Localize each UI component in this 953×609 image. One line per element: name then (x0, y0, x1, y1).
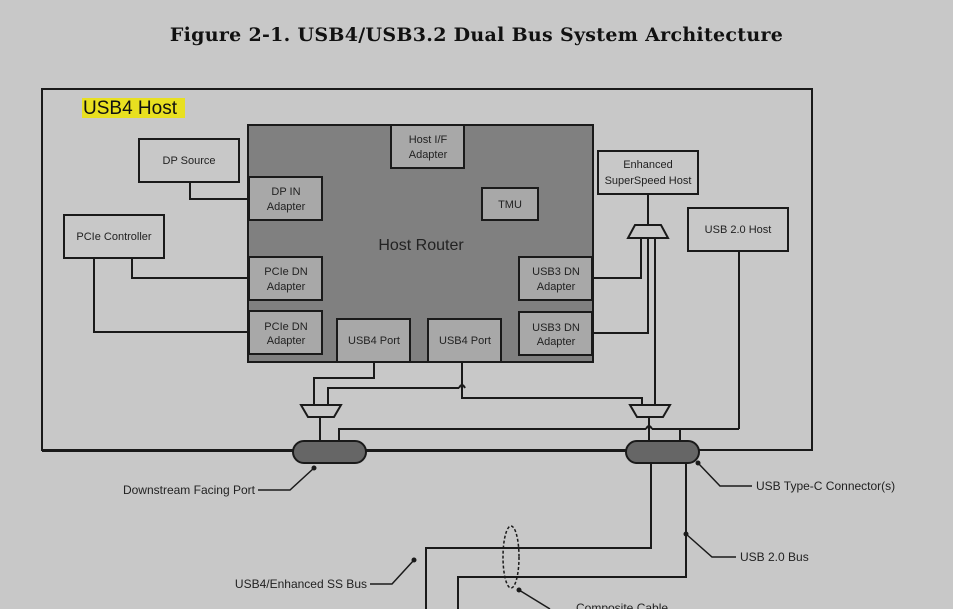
usb3-dn-adapter-2-line1: USB3 DN (532, 322, 580, 334)
dp-in-adapter-line2: Adapter (267, 201, 306, 213)
typec-callout: USB Type-C Connector(s) (756, 479, 895, 493)
usb4-cross-link (327, 387, 459, 405)
left-usb20-link (338, 428, 646, 441)
usb3-dn-adapter-2 (518, 311, 593, 356)
connection-lines (42, 182, 740, 609)
composite-leader (518, 589, 551, 609)
dp-in-adapter-line1: DP IN (271, 186, 300, 198)
dfp-callout: Downstream Facing Port (123, 483, 256, 497)
pcie-controller-block (63, 214, 165, 259)
ss-bus-dot-icon (411, 557, 417, 563)
tmu-label: TMU (498, 199, 522, 211)
usb20-bus-callout: USB 2.0 Bus (740, 550, 809, 564)
usb20-host-label: USB 2.0 Host (705, 224, 772, 236)
usb20-bus-dot-icon (683, 531, 689, 537)
usb4-port2-link (461, 362, 643, 405)
usb4-port-2 (427, 318, 502, 363)
enhanced-superspeed-host-block (597, 150, 699, 195)
pcie-dn-adapter-1-line1: PCIe DN (264, 266, 307, 278)
dfp-dot-icon (311, 465, 317, 471)
dfp-leader (258, 467, 315, 491)
figure-title: Figure 2-1. USB4/USB3.2 Dual Bus System … (169, 24, 784, 46)
host-label-highlight (82, 98, 185, 118)
usb4-port-2-label: USB4 Port (439, 335, 491, 347)
usb20-host-block (687, 207, 789, 252)
usb20-bus-line (457, 463, 687, 609)
pcie-link-1 (131, 258, 249, 279)
dp-link (189, 182, 249, 200)
tmu-block (481, 187, 539, 221)
left-mux-icon (299, 404, 343, 418)
usb3-link-1 (592, 238, 642, 279)
left-type-c-connector (292, 440, 367, 464)
pcie-controller-label: PCIe Controller (76, 231, 152, 243)
enhanced-ss-host-line2: SuperSpeed Host (605, 175, 692, 187)
usb20-bus-leader (685, 533, 736, 558)
host-if-adapter-line2: Adapter (409, 149, 448, 161)
typec-leader (697, 462, 752, 487)
usb4-port-1-label: USB4 Port (348, 335, 400, 347)
ss-bus-callout: USB4/Enhanced SS Bus (235, 577, 367, 591)
composite-cable-ellipse (502, 525, 520, 589)
pcie-dn-adapter-1 (248, 256, 323, 301)
host-router-label: Host Router (378, 237, 464, 254)
usb4-host-label: USB4 Host (83, 98, 178, 119)
host-if-adapter (390, 124, 465, 169)
dp-in-adapter (248, 176, 323, 221)
usb3-dn-adapter-1 (518, 256, 593, 301)
usb4-port1-link (313, 362, 375, 405)
pcie-dn-adapter-2-line2: Adapter (267, 335, 306, 347)
host-if-adapter-line1: Host I/F (409, 134, 448, 146)
pcie-link-2 (93, 258, 249, 333)
usb3-dn-adapter-2-line2: Adapter (537, 336, 576, 348)
usb3-dn-adapter-1-line1: USB3 DN (532, 266, 580, 278)
right-mux-icon (628, 404, 672, 418)
usb3-dn-adapter-1-line2: Adapter (537, 281, 576, 293)
dp-source-label: DP Source (163, 155, 216, 167)
upper-mux-icon (626, 224, 670, 239)
pcie-dn-adapter-1-line2: Adapter (267, 281, 306, 293)
ss-bus-line (425, 463, 652, 609)
right-type-c-connector (625, 440, 700, 464)
enhanced-ss-host-line1: Enhanced (623, 159, 673, 171)
typec-dot-icon (695, 460, 701, 466)
composite-dot-icon (516, 587, 522, 593)
usb3-link-2 (592, 238, 649, 334)
ss-bus-leader (370, 559, 415, 585)
pcie-dn-adapter-2-line1: PCIe DN (264, 321, 307, 333)
composite-cable-callout: Composite Cable (576, 601, 668, 609)
